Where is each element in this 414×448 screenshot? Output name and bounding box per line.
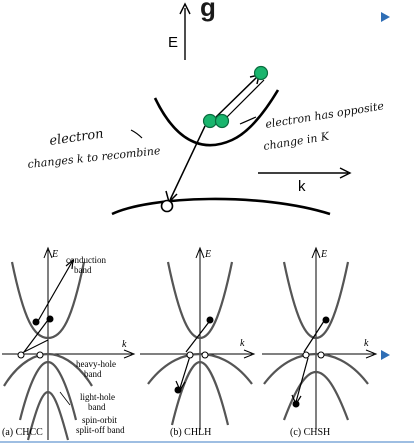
electron-up-arrow-second-line bbox=[221, 79, 265, 123]
panel-c-hole-transfer-arrow bbox=[295, 357, 309, 403]
panel-b-conduction-band bbox=[166, 261, 234, 340]
panel-a-k-label: k bbox=[122, 339, 127, 350]
panel-a-k-arrowhead bbox=[123, 349, 136, 359]
conduction-band-curve bbox=[153, 89, 280, 147]
panel-chsh: E k (c) CHSH bbox=[262, 246, 378, 438]
note-left-line2: changes k to recombine bbox=[27, 144, 162, 171]
k-axis-label: k bbox=[298, 178, 306, 195]
electron-excited-particle bbox=[253, 65, 269, 81]
panel-a-caption: (a) CHCC bbox=[2, 427, 43, 438]
panel-c-hole-1 bbox=[302, 351, 310, 359]
label-conduction-line2: band bbox=[74, 265, 92, 275]
label-heavy-hole-line2: band bbox=[84, 369, 102, 379]
panel-b-light-hole-band bbox=[170, 360, 230, 426]
panel-a-conduction-band bbox=[10, 261, 86, 340]
panel-a-split-off-band bbox=[26, 390, 70, 441]
note-left-pointer bbox=[130, 129, 143, 139]
label-light-hole-pointer bbox=[59, 391, 71, 406]
label-conduction-line1: conduction bbox=[66, 255, 106, 265]
panel-c-conduction-band bbox=[282, 261, 350, 340]
panel-a-heavy-hole-band bbox=[3, 352, 93, 387]
energy-axis-label: E bbox=[168, 34, 178, 51]
note-right-line2: change in K bbox=[262, 130, 330, 153]
hole-particle bbox=[160, 199, 174, 213]
panel-c-recombination-arrow bbox=[303, 317, 327, 353]
panel-a-recombination-arrow bbox=[23, 319, 49, 353]
electron-particle-right bbox=[214, 113, 230, 129]
panel-c-heavy-hole-band bbox=[263, 352, 369, 385]
bullet-marker-bottom bbox=[381, 350, 390, 360]
note-right-line1: electron has opposite bbox=[264, 99, 385, 131]
panel-a-electron-1 bbox=[32, 318, 40, 326]
panel-b-hole-2 bbox=[201, 351, 209, 359]
panel-c-caption: (c) CHSH bbox=[290, 427, 330, 438]
panel-chlh: E k (b) CHLH bbox=[140, 246, 256, 438]
panel-a-hole-1 bbox=[17, 351, 25, 359]
energy-axis-arrowhead bbox=[179, 2, 191, 15]
panel-b-recombination-arrow bbox=[185, 317, 213, 353]
panel-c-electron bbox=[322, 316, 330, 324]
note-right-pointer bbox=[239, 116, 257, 125]
label-heavy-hole-line1: heavy-hole bbox=[76, 359, 116, 369]
label-light-hole-line2: band bbox=[88, 402, 106, 412]
panel-a-hole-2 bbox=[36, 351, 44, 359]
panel-b-k-label: k bbox=[240, 338, 245, 349]
panel-a-electron-2 bbox=[46, 315, 54, 323]
panel-c-split-off-band bbox=[282, 370, 350, 421]
panel-c-k-arrowhead bbox=[365, 349, 378, 359]
panel-a-auger-arrowhead bbox=[65, 258, 74, 270]
label-split-off-line1: spin-orbit bbox=[82, 415, 117, 425]
panel-b-electron bbox=[206, 316, 214, 324]
panel-a-light-hole-band bbox=[18, 360, 78, 421]
panel-b-hole-1 bbox=[186, 351, 194, 359]
panel-b-k-arrowhead bbox=[243, 349, 256, 359]
panel-a-energy-label: E bbox=[51, 249, 58, 260]
recombination-arrow bbox=[169, 125, 206, 201]
panel-b-hole-transfer-arrow bbox=[179, 355, 191, 389]
panel-c-k-label: k bbox=[364, 338, 369, 349]
panel-b-energy-arrowhead bbox=[195, 246, 205, 259]
panel-a-energy-arrowhead bbox=[43, 246, 53, 259]
electron-up-arrow bbox=[215, 75, 259, 118]
panel-c-hole-2 bbox=[317, 351, 325, 359]
panel-b-light-hole-particle bbox=[174, 386, 182, 394]
valence-band-curve bbox=[111, 197, 331, 216]
panel-b-caption: (b) CHLH bbox=[170, 427, 211, 438]
k-axis-arrowhead bbox=[339, 167, 352, 179]
slide-title-fragment: g bbox=[200, 0, 216, 22]
note-left-line1: electron bbox=[48, 127, 104, 149]
panel-c-split-off-particle bbox=[292, 400, 300, 408]
panel-c-energy-arrowhead bbox=[311, 246, 321, 259]
panel-chcc: E k conduction band heavy-hole band ligh… bbox=[2, 246, 136, 441]
label-light-hole-line1: light-hole bbox=[80, 392, 115, 402]
panel-a-auger-arrow bbox=[37, 261, 73, 322]
label-split-off-line2: split-off band bbox=[76, 425, 125, 435]
bullet-marker-top bbox=[381, 12, 390, 22]
panel-a-k-transfer bbox=[19, 339, 49, 355]
electron-particle-left bbox=[202, 113, 218, 129]
panel-c-energy-label: E bbox=[320, 249, 327, 260]
top-band-diagram: E k electron changes k to recombine elec… bbox=[27, 2, 385, 216]
panel-b-energy-label: E bbox=[204, 249, 211, 260]
panel-b-heavy-hole-band bbox=[147, 352, 253, 385]
